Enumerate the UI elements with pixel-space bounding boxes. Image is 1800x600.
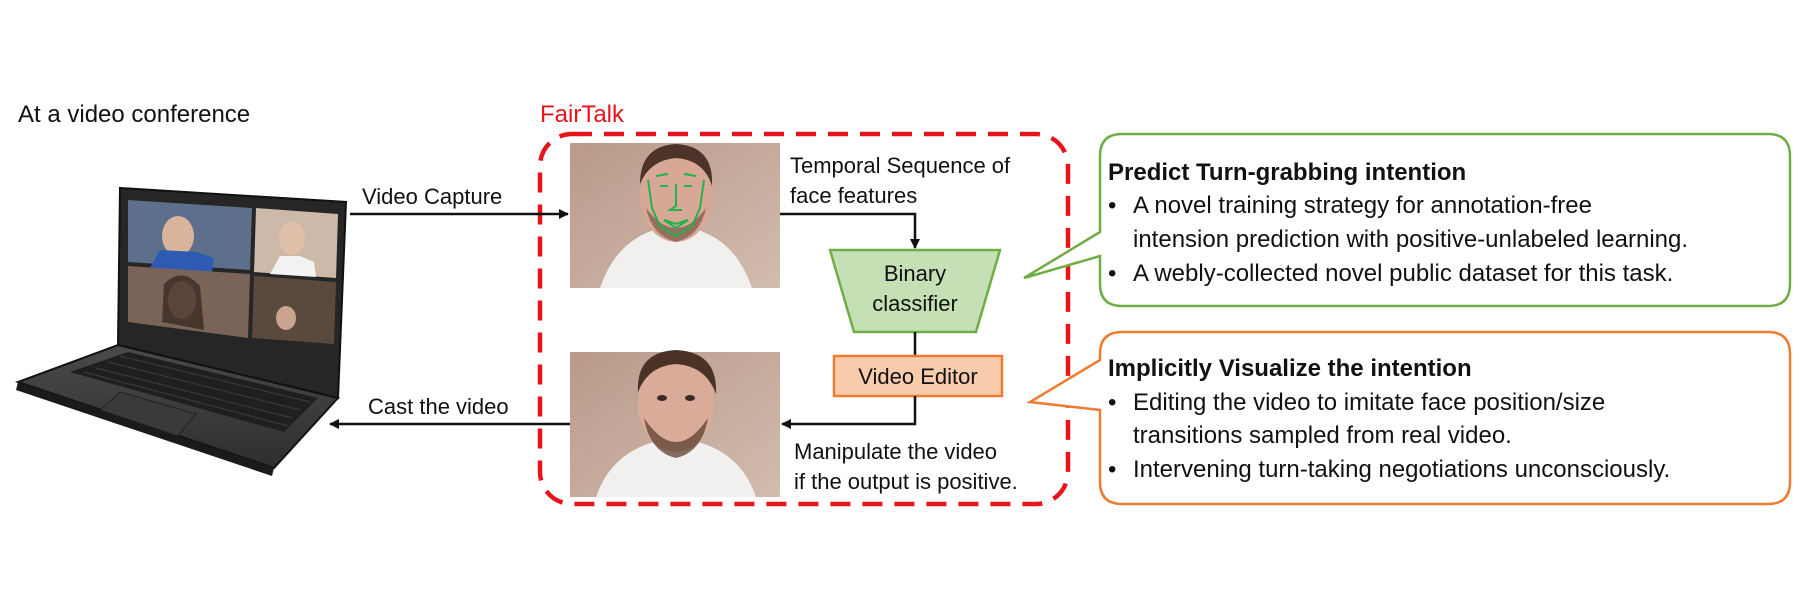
callout-visualize-bullet2-line1: Intervening turn-taking negotiations unc…	[1133, 456, 1670, 483]
features-to-classifier-arrow	[780, 212, 920, 249]
face-edited-image	[570, 350, 780, 497]
callout-visualize-bullet1-marker: •	[1108, 389, 1116, 416]
fairtalk-label: FairTalk	[540, 101, 625, 128]
callout-visualize-bullet1-line2: transitions sampled from real video.	[1133, 422, 1512, 449]
video-editor-box	[832, 354, 1004, 398]
callout-predict-bullet2-line1: A webly-collected novel public dataset f…	[1133, 260, 1673, 287]
editor-to-video-arrow	[781, 396, 917, 429]
scene-title: At a video conference	[18, 101, 250, 128]
binary-classifier-label-line1: Binary	[884, 261, 946, 286]
callout-predict-bullet1-line2: intension prediction with positive-unlab…	[1133, 226, 1688, 253]
callout-predict-bubble	[1023, 132, 1792, 308]
binary-classifier-shape	[828, 248, 1002, 334]
callout-visualize-bullet1-line1: Editing the video to imitate face positi…	[1133, 389, 1605, 416]
temporal-sequence-label-line2: face features	[790, 183, 917, 208]
callout-predict-bullet1-marker: •	[1108, 192, 1116, 219]
callout-predict-bullet1-line1: A novel training strategy for annotation…	[1133, 192, 1592, 219]
video-editor-label: Video Editor	[858, 364, 977, 389]
callout-visualize-title: Implicitly Visualize the intention	[1108, 355, 1472, 382]
video-capture-label: Video Capture	[362, 184, 502, 209]
laptop-icon	[14, 186, 348, 476]
fairtalk-boundary	[537, 131, 1071, 507]
callout-visualize-bullet2-marker: •	[1108, 456, 1116, 483]
cast-video-label: Cast the video	[368, 394, 509, 419]
temporal-sequence-label-line1: Temporal Sequence of	[790, 153, 1011, 178]
callout-predict-title: Predict Turn-grabbing intention	[1108, 159, 1466, 186]
manipulate-label-line1: Manipulate the video	[794, 439, 997, 464]
callout-visualize-bubble	[1026, 330, 1792, 506]
face-landmarks-image	[570, 143, 780, 288]
manipulate-label-line2: if the output is positive.	[794, 469, 1018, 494]
callout-predict-bullet2-marker: •	[1108, 260, 1116, 287]
binary-classifier-label-line2: classifier	[872, 291, 958, 316]
